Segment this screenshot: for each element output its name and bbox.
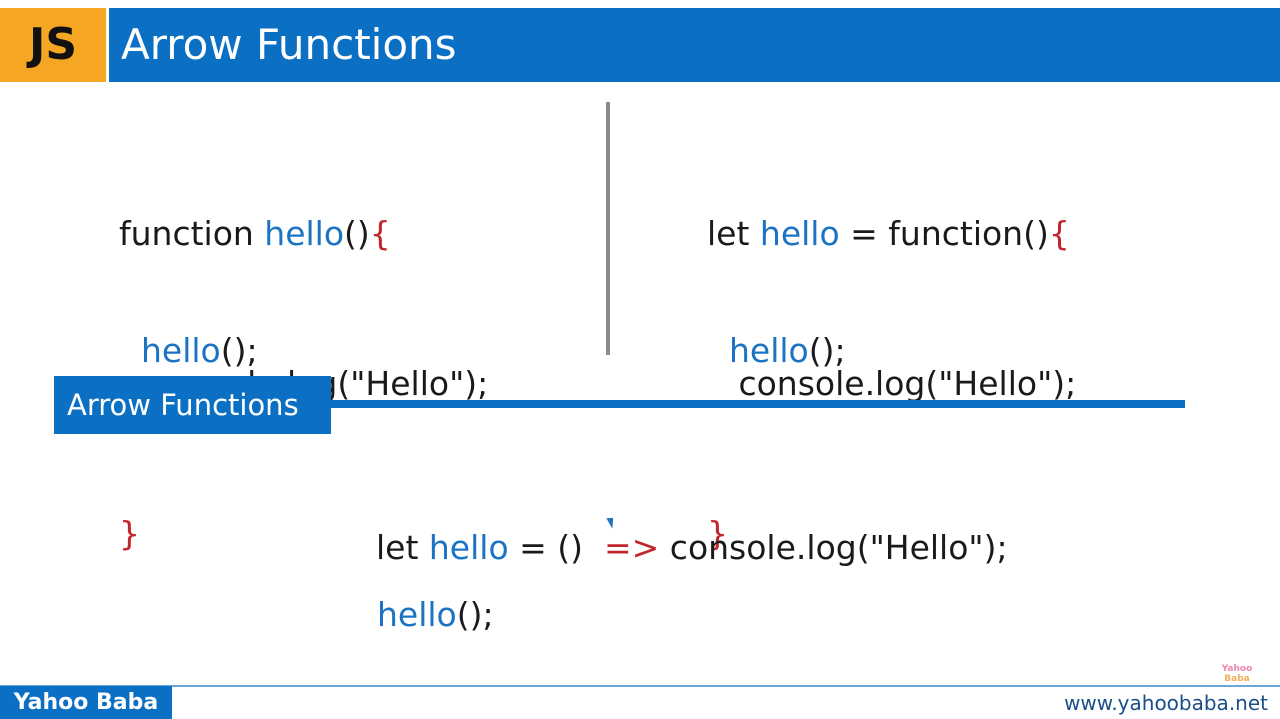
- section-label: Arrow Functions: [54, 376, 331, 434]
- code-line: function hello(){: [119, 209, 488, 259]
- open-brace: {: [369, 214, 391, 253]
- footer-brand: Yahoo Baba: [0, 686, 172, 719]
- close-brace: }: [707, 514, 728, 553]
- arrow-code-line: let hello = () => console.log("Hello");: [355, 473, 1008, 573]
- call-rest: ();: [456, 595, 494, 634]
- page-title: Arrow Functions: [121, 20, 457, 69]
- variable-name: hello: [759, 214, 840, 253]
- params: (): [344, 214, 370, 253]
- call-rest: ();: [220, 331, 258, 370]
- assignment: = (): [508, 528, 604, 567]
- code-line: console.log("Hello");: [707, 364, 1077, 403]
- footer-url[interactable]: www.yahoobaba.net: [1064, 691, 1268, 715]
- variable-name: hello: [428, 528, 509, 567]
- close-brace: }: [119, 514, 140, 553]
- watermark-line: Baba: [1224, 674, 1250, 684]
- open-brace: {: [1048, 214, 1070, 253]
- code-line: let hello = function(){: [707, 209, 1076, 259]
- keyword-function: function: [119, 214, 265, 253]
- title-bar: JS Arrow Functions: [0, 8, 1280, 82]
- yahoobaba-logo-watermark: Yahoo Baba: [1217, 664, 1257, 684]
- column-divider: [606, 102, 610, 355]
- right-code-block: let hello = function(){ console.log("Hel…: [707, 109, 1076, 609]
- arrow-operator: =>: [604, 528, 660, 567]
- title-band: Arrow Functions: [109, 8, 1280, 82]
- keyword-let: let: [707, 214, 760, 253]
- js-badge: JS: [0, 8, 106, 82]
- assignment: = function(): [839, 214, 1049, 253]
- left-call: hello();: [120, 276, 258, 376]
- arrow-body: console.log("Hello");: [659, 528, 1008, 567]
- footer-rule: [0, 685, 1280, 687]
- call-name: hello: [728, 331, 809, 370]
- watermark-line: Yahoo: [1221, 664, 1253, 674]
- call-name: hello: [376, 595, 457, 634]
- function-name: hello: [264, 214, 345, 253]
- right-call: hello();: [708, 276, 846, 376]
- call-rest: ();: [808, 331, 846, 370]
- arrow-call: hello();: [356, 540, 494, 640]
- section-rule: [54, 400, 1185, 408]
- call-name: hello: [140, 331, 221, 370]
- keyword-let: let: [375, 528, 429, 567]
